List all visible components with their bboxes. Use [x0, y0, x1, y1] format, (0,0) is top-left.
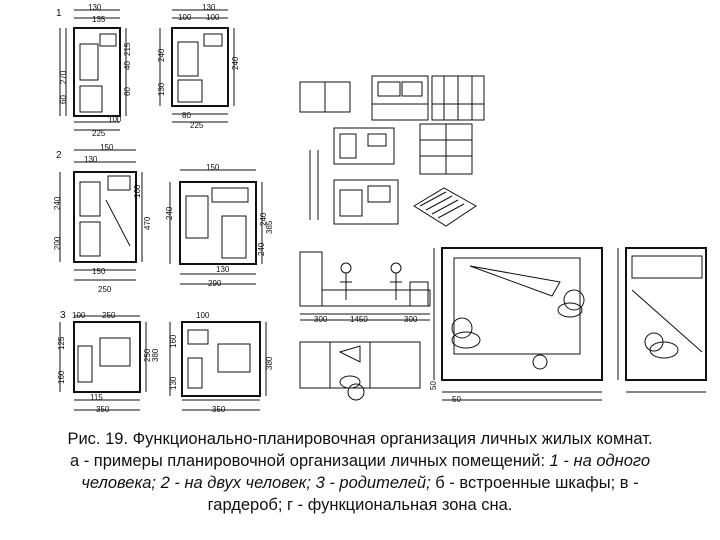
plan-3a: [59, 315, 147, 411]
dim-label: 80: [182, 111, 191, 120]
plan-1b: [159, 9, 235, 123]
dim-label: 290: [208, 279, 222, 288]
dim-label: 150: [100, 143, 114, 152]
sleeping-zone-plan-large: [433, 247, 603, 401]
section-label-2: 2: [56, 150, 62, 161]
caption-line-3-italic: человека; 2 - на двух человек; 3 - родит…: [81, 474, 431, 492]
dim-label: 250: [102, 311, 116, 320]
dim-label: 130: [88, 3, 102, 12]
dim-label: 240: [165, 206, 174, 220]
dim-label: 40: [123, 61, 132, 70]
dimension-labels-row1: 130 135 100 130 100 270 240 215 60 40 13…: [59, 3, 240, 138]
dim-label: 100: [178, 13, 192, 22]
caption-line-2-text: а - примеры планировочной организации ли…: [69, 452, 550, 470]
caption-line-3: человека; 2 - на двух человек; 3 - родит…: [20, 472, 700, 494]
dim-label: 100: [108, 115, 122, 124]
dim-label: 125: [57, 336, 66, 350]
plan-2a: [59, 149, 143, 281]
dim-label: 225: [190, 121, 204, 130]
section-label-3: 3: [60, 310, 66, 321]
dim-label: 50: [429, 381, 438, 390]
dim-label: 240: [259, 212, 268, 226]
dim-label: 115: [90, 393, 103, 402]
plan-2b: [169, 169, 263, 285]
dim-label: 240: [53, 196, 62, 210]
sleeping-zone-elevation: [299, 251, 431, 321]
wardrobe-room: [309, 150, 477, 227]
dim-label: 240: [157, 48, 166, 62]
wardrobe-elevations: [299, 75, 485, 121]
sleeping-zone-plan-small: [299, 341, 421, 401]
caption-line-2-italic: 1 - на одного: [549, 452, 651, 470]
sleeping-zone-plan-alt: [617, 247, 707, 393]
dim-label: 350: [212, 405, 226, 414]
dim-label: 200: [53, 236, 62, 250]
dim-label: 380: [151, 348, 160, 362]
caption-line-1: Рис. 19. Функционально-планировочная орг…: [67, 430, 653, 448]
dim-label: 380: [265, 356, 274, 370]
dim-label: 1450: [350, 315, 368, 324]
dim-label: 50: [452, 395, 461, 404]
dim-label: 240: [231, 56, 240, 70]
dim-label: 225: [92, 129, 106, 138]
dim-label: 250: [98, 285, 112, 294]
dim-label: 150: [92, 267, 106, 276]
figure-caption: Рис. 19. Функционально-планировочная орг…: [20, 428, 700, 516]
dim-label: 130: [169, 376, 178, 390]
dim-label: 60: [59, 95, 68, 104]
dimension-labels-row3: 100 250 125 250 380 160 160 115 350 100 …: [57, 311, 274, 414]
dim-label: 300: [404, 315, 418, 324]
figure-drawings: 1 2 3 130 135 100 130 100 270 240 215 60…: [53, 3, 707, 414]
dim-label: 470: [143, 216, 152, 230]
dim-label: 250: [143, 348, 152, 362]
dim-label: 135: [92, 15, 106, 24]
dim-label: 100: [196, 311, 210, 320]
dim-label: 270: [59, 70, 68, 84]
dimension-labels-row2: 150 130 150 240 160 470 200 240 150 250 …: [53, 143, 274, 294]
dim-label: 100: [206, 13, 220, 22]
section-label-1: 1: [56, 8, 62, 19]
dim-label: 160: [133, 184, 142, 198]
caption-line-2: а - примеры планировочной организации ли…: [20, 450, 700, 472]
dimension-labels-right: 300 1450 300 50 50: [314, 315, 461, 404]
dim-label: 130: [202, 3, 216, 12]
dim-label: 350: [96, 405, 110, 414]
dim-label: 240: [257, 242, 266, 256]
dim-label: 300: [314, 315, 328, 324]
dim-label: 150: [206, 163, 220, 172]
dim-label: 60: [123, 87, 132, 96]
dim-label: 160: [57, 370, 66, 384]
plan-1a: [59, 9, 127, 131]
dim-label: 130: [157, 82, 166, 96]
wardrobe-plans: [333, 123, 473, 175]
dim-label: 130: [216, 265, 230, 274]
dim-label: 385: [265, 220, 274, 234]
plan-3b: [169, 321, 267, 411]
dim-label: 160: [169, 334, 178, 348]
caption-line-4: гардероб; г - функциональная зона сна.: [207, 496, 513, 514]
dim-label: 215: [123, 42, 132, 56]
dim-label: 130: [84, 155, 98, 164]
dim-label: 100: [72, 311, 86, 320]
caption-line-3-text: б - встроенные шкафы; в -: [430, 474, 639, 492]
